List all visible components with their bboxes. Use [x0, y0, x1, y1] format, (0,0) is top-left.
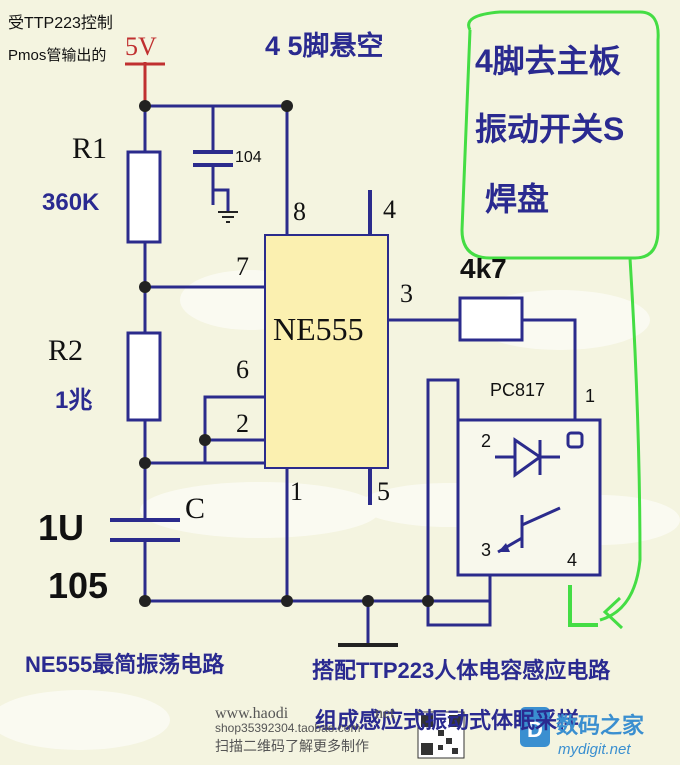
label-pin2: 2 — [236, 409, 249, 438]
mydigit-logo: D — [520, 707, 550, 747]
note-line1: 4脚去主板 — [475, 43, 621, 79]
label-c-value1: 1U — [38, 507, 84, 548]
note-outline-green — [467, 10, 660, 622]
bracket-green — [568, 585, 598, 627]
label-r1-value: 360K — [42, 189, 100, 216]
qr-code-image — [417, 711, 465, 759]
label-pin5: 5 — [377, 477, 390, 506]
vcc-arrow — [125, 62, 165, 106]
watermark-shop: shop35392304.taobao.com — [215, 721, 360, 735]
resistor-r1 — [126, 150, 162, 244]
watermark-url: www.haodi — [215, 705, 289, 722]
label-opto-pin3: 3 — [481, 540, 491, 560]
label-vcc: 5V — [125, 32, 157, 61]
label-c-name: C — [185, 492, 205, 525]
label-r2-value: 1兆 — [55, 387, 92, 414]
capacitor-104 — [193, 150, 233, 167]
caption-left: NE555最简振荡电路 — [25, 652, 225, 677]
label-r2-name: R2 — [48, 334, 83, 367]
junction-dots — [139, 100, 434, 607]
ground-symbol-small — [218, 211, 238, 223]
optocoupler-pc817 — [456, 418, 602, 577]
label-ic-name: NE555 — [273, 311, 364, 347]
capacitor-c — [110, 518, 180, 542]
label-opto-pin4: 4 — [567, 550, 577, 570]
label-c-value2: 105 — [48, 565, 108, 606]
label-cap-small: 104 — [235, 149, 262, 166]
caption-bottom: 组成感应式振动式体眠采样 — [315, 708, 579, 733]
label-pin8: 8 — [293, 197, 306, 226]
label-ttp-control-line1: 受TTP223控制 — [8, 14, 113, 32]
label-opto-pin2: 2 — [481, 431, 491, 451]
note-line2: 振动开关S — [475, 111, 624, 147]
watermark-scan: 扫描二维码了解更多制作 — [215, 738, 369, 754]
label-pin7: 7 — [236, 252, 249, 281]
note-outline-green-left — [460, 29, 630, 260]
resistor-r2 — [126, 331, 162, 422]
svg-text:D: D — [527, 717, 543, 742]
watermark-url-suffix: net — [375, 705, 395, 722]
label-pin4: 4 — [383, 195, 396, 224]
label-r1-name: R1 — [72, 132, 107, 165]
label-opto-pin1: 1 — [585, 386, 595, 406]
logo-url: mydigit.net — [558, 741, 631, 758]
label-res-4k7: 4k7 — [460, 253, 507, 284]
note-line3: 焊盘 — [485, 181, 549, 217]
resistor-4k7 — [458, 296, 524, 342]
label-pin6: 6 — [236, 355, 249, 384]
caption-right: 搭配TTP223人体电容感应电路 — [312, 658, 611, 683]
logo-text: 数码之家 — [556, 713, 645, 738]
label-pins-floating: 4 5脚悬空 — [265, 30, 384, 61]
arrow-green — [602, 596, 624, 630]
ic-ne555-body — [264, 234, 389, 469]
label-optocoupler: PC817 — [490, 380, 545, 400]
label-pin1: 1 — [290, 477, 303, 506]
label-pin3: 3 — [400, 279, 413, 308]
label-ttp-control-line2: Pmos管输出的 — [8, 47, 106, 64]
